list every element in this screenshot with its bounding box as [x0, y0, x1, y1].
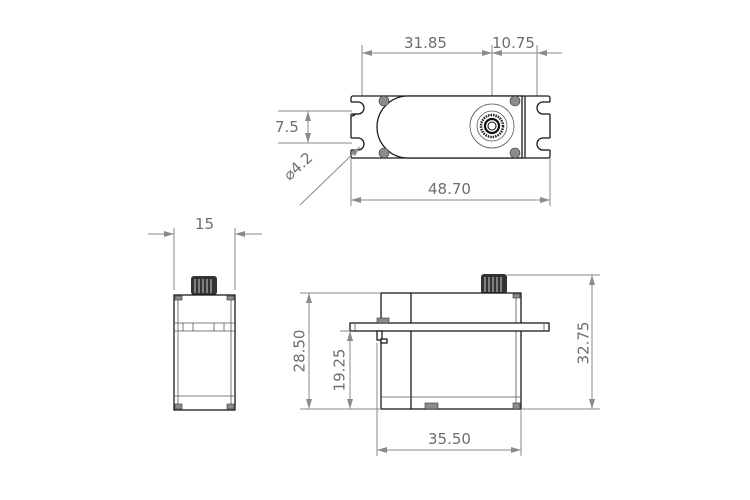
front-view — [300, 274, 600, 456]
output-shaft-icon — [469, 103, 515, 149]
top-view — [278, 45, 562, 206]
dim-label-32-75: 32.75 — [574, 321, 593, 365]
screw-icon — [378, 95, 521, 159]
dim-label-48-70: 48.70 — [428, 180, 471, 198]
dim-label-diameter-4-2: ⌀4.2 — [279, 148, 317, 184]
dim-label-35-50: 35.50 — [428, 430, 471, 448]
side-view — [148, 228, 262, 411]
dim-label-15: 15 — [195, 215, 215, 233]
dim-label-19-25: 19.25 — [330, 348, 349, 392]
dim-label-31-85: 31.85 — [404, 34, 447, 52]
dim-label-10-75: 10.75 — [492, 34, 535, 52]
dim-label-7-5: 7.5 — [275, 118, 299, 136]
dim-label-28-50: 28.50 — [290, 329, 309, 373]
